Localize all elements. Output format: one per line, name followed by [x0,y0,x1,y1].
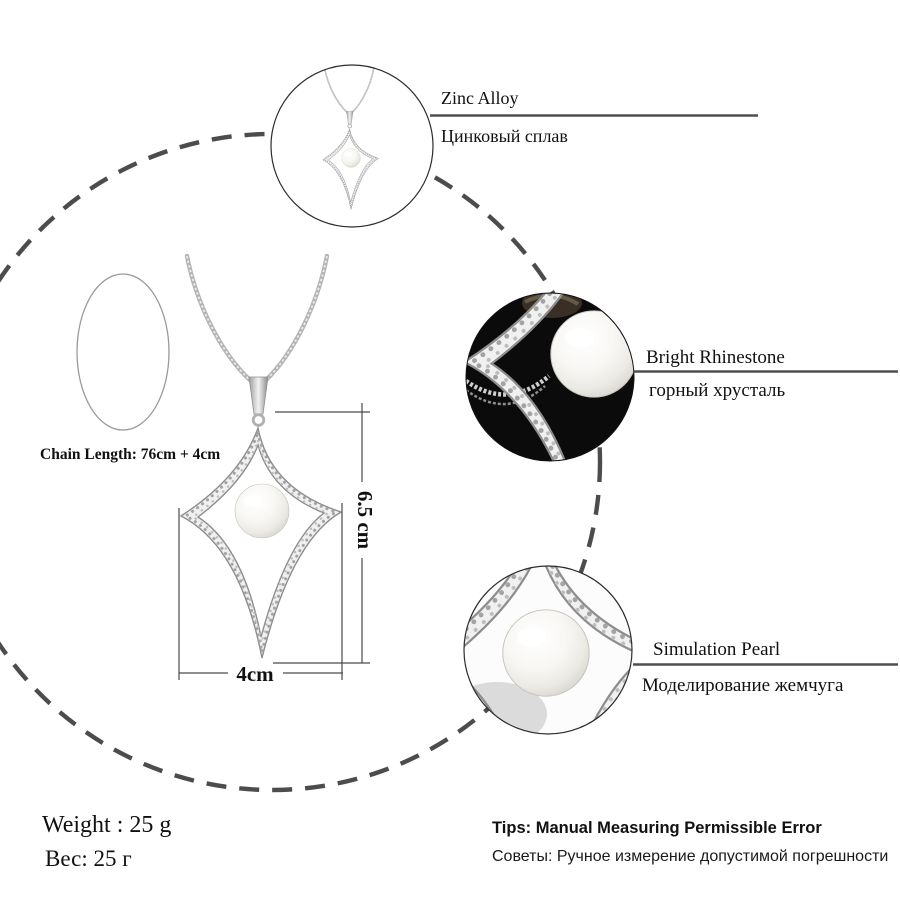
height-dimension-lines [273,403,370,664]
rhinestone-title-ru: горный хрусталь [649,380,785,401]
width-dimension-lines [178,503,343,680]
chain-loop-ellipse [76,273,170,431]
chain-length-label: Chain Length: 76cm + 4cm [40,446,220,463]
callout-circle-zinc [270,64,434,228]
weight-en: Weight : 25 g [42,812,171,838]
tips-ru: Советы: Ручное измерение допустимой погр… [492,848,888,865]
callout-label-pearl: Simulation Pearl Моделирование жемчуга [633,639,898,696]
callout-circle-rhinestone [465,292,635,462]
tips-en: Tips: Manual Measuring Permissible Error [492,819,822,837]
pearl-title-ru: Моделирование жемчуга [642,675,844,696]
callout-label-rhinestone: Bright Rhinestone горный хрусталь [633,347,898,401]
pearl-title-en: Simulation Pearl [653,639,780,660]
dashed-guide-circle [0,131,603,793]
rhinestone-title-en: Bright Rhinestone [646,347,785,368]
callout-label-zinc: Zinc Alloy Цинковый сплав [430,88,758,146]
zinc-title-en: Zinc Alloy [441,88,519,108]
height-measurement-label: 6.5 cm [353,491,377,550]
zinc-title-ru: Цинковый сплав [441,126,568,146]
weight-ru: Вес: 25 г [45,846,132,871]
width-measurement-label: 4cm [236,662,274,686]
